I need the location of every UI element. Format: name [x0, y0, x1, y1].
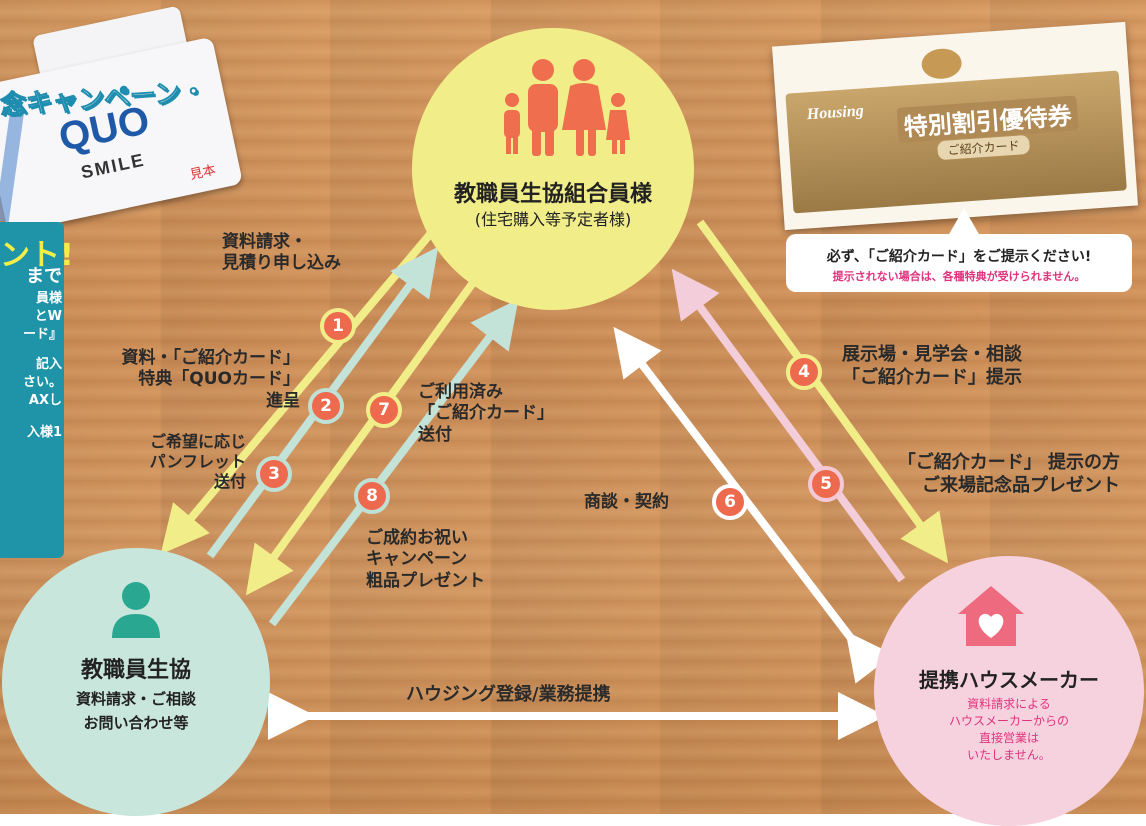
step-5-label: 「ご紹介カード」 提示の方 ご来場記念品プレゼント — [897, 452, 1120, 496]
card-note-bubble — [786, 234, 1132, 292]
card-note-line2: 提示されない場合は、各種特典が受けられません。 — [832, 270, 1086, 283]
step-4-badge: 4 — [786, 354, 822, 390]
voucher-card: Housing 特別割引優待券 ご紹介カード — [772, 21, 1138, 231]
person-icon — [110, 580, 162, 640]
left-node-title: 教職員生協 — [80, 658, 191, 683]
step-3-badge: 3 — [256, 456, 292, 492]
left-info-panel — [0, 222, 64, 558]
left-node-line1: 資料請求・ご相談 — [75, 690, 196, 708]
right-node-title: 提携ハウスメーカー — [919, 668, 1099, 692]
step-6-label: 商談・契約 — [584, 492, 669, 512]
step-6-badge: 6 — [712, 484, 748, 520]
right-node-circle — [874, 556, 1144, 826]
top-node-circle — [412, 28, 694, 310]
step-3-label: ご希望に応じ パンフレット 送付 — [149, 432, 246, 491]
top-node-subtitle: (住宅購入等予定者様) — [474, 210, 632, 229]
step-7-label: ご利用済み 「ご紹介カード」 送付 — [418, 382, 554, 445]
ribbon-icon — [0, 111, 24, 223]
right-node-note: 資料請求による ハウスメーカーからの 直接営業は いたしません。 — [948, 697, 1069, 762]
arrow-step-5 — [671, 268, 906, 583]
step-1-badge: 1 — [320, 308, 356, 344]
bubble-pointer — [948, 208, 980, 236]
step-4-label: 展示場・見学会・相談 「ご紹介カード」提示 — [842, 344, 1022, 388]
left-panel-headline: ント! — [0, 238, 74, 273]
family-icon — [500, 58, 630, 158]
arrow-step-1 — [160, 229, 436, 555]
step-5-badge: 5 — [808, 466, 844, 502]
step-2-badge: 2 — [308, 388, 344, 424]
step-1-label: 資料請求・ 見積り申し込み — [222, 232, 341, 274]
step-8-label: ご成約お祝い キャンペーン 粗品プレゼント — [366, 528, 485, 591]
step-2-label: 資料・「ご紹介カード」 特典「QUOカード」 進呈 — [121, 348, 301, 411]
bottom-link-label: ハウジング登録/業務提携 — [406, 684, 611, 705]
house-heart-icon — [956, 584, 1026, 648]
arrow-step-8 — [268, 298, 519, 627]
quo-stamp: 見本 — [188, 162, 218, 184]
top-node-title: 教職員生協組合員様 — [453, 182, 652, 207]
step-7-badge: 7 — [366, 392, 402, 428]
left-panel-text: まで 員様 とW ード』 記入 さい。 AXし 入様1 — [22, 266, 62, 440]
step-8-badge: 8 — [354, 478, 390, 514]
bow-icon — [920, 47, 963, 81]
card-note-line1: 必ず、「ご紹介カード」をご提示ください! — [826, 249, 1092, 265]
left-node-line2: お問い合わせ等 — [83, 714, 189, 732]
